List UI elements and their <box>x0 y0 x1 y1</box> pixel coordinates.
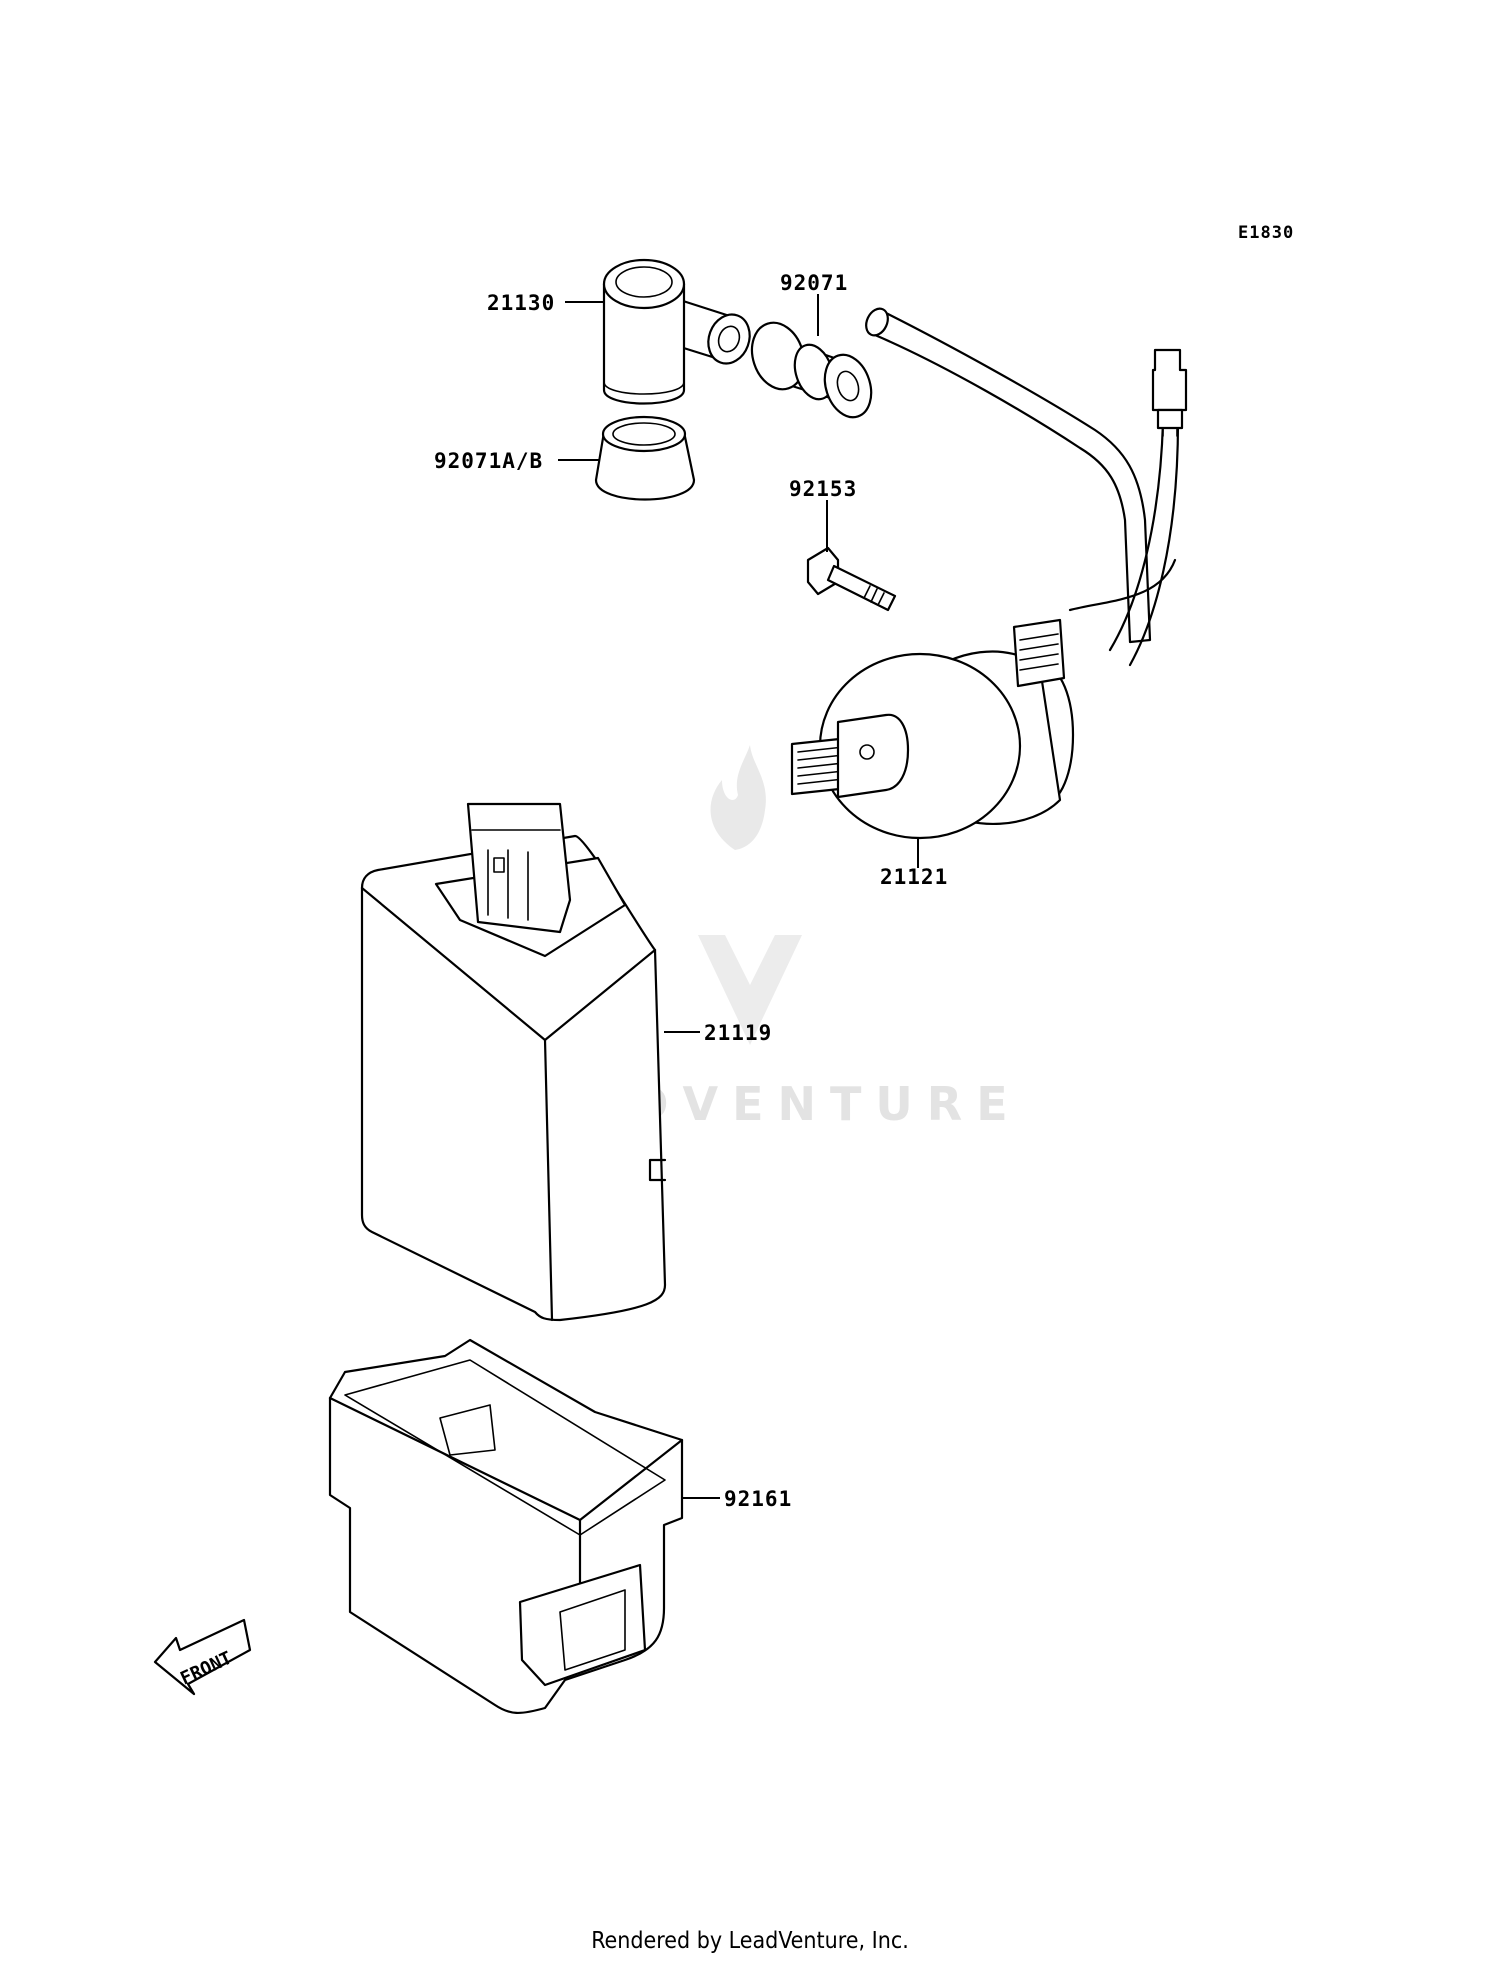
callout-92071: 92071 <box>780 271 848 295</box>
footer-rendered-by: Rendered by LeadVenture, Inc. <box>591 1928 909 1954</box>
watermark-flame-icon <box>710 745 766 850</box>
callout-leaders <box>558 294 919 1499</box>
diagram-code: E1830 <box>1238 223 1294 243</box>
ignition-coil <box>790 307 1188 840</box>
callout-21121: 21121 <box>880 865 948 889</box>
front-direction-arrow: FRONT <box>153 1618 252 1696</box>
bolt <box>806 546 897 612</box>
callout-21119: 21119 <box>704 1021 772 1045</box>
callout-92161: 92161 <box>724 1487 792 1511</box>
callout-92153: 92153 <box>789 477 857 501</box>
igniter-box <box>360 802 667 1322</box>
igniter-holder <box>328 1338 684 1714</box>
watermark-v-icon <box>698 935 802 1045</box>
callout-92071ab: 92071A/B <box>434 449 543 473</box>
seal-ring <box>594 415 696 501</box>
grommet <box>750 321 873 419</box>
callout-labels: 21130 92071 92071A/B 92153 21121 21119 9… <box>434 271 948 1511</box>
spark-plug-cap <box>602 258 751 405</box>
callout-21130: 21130 <box>487 291 555 315</box>
